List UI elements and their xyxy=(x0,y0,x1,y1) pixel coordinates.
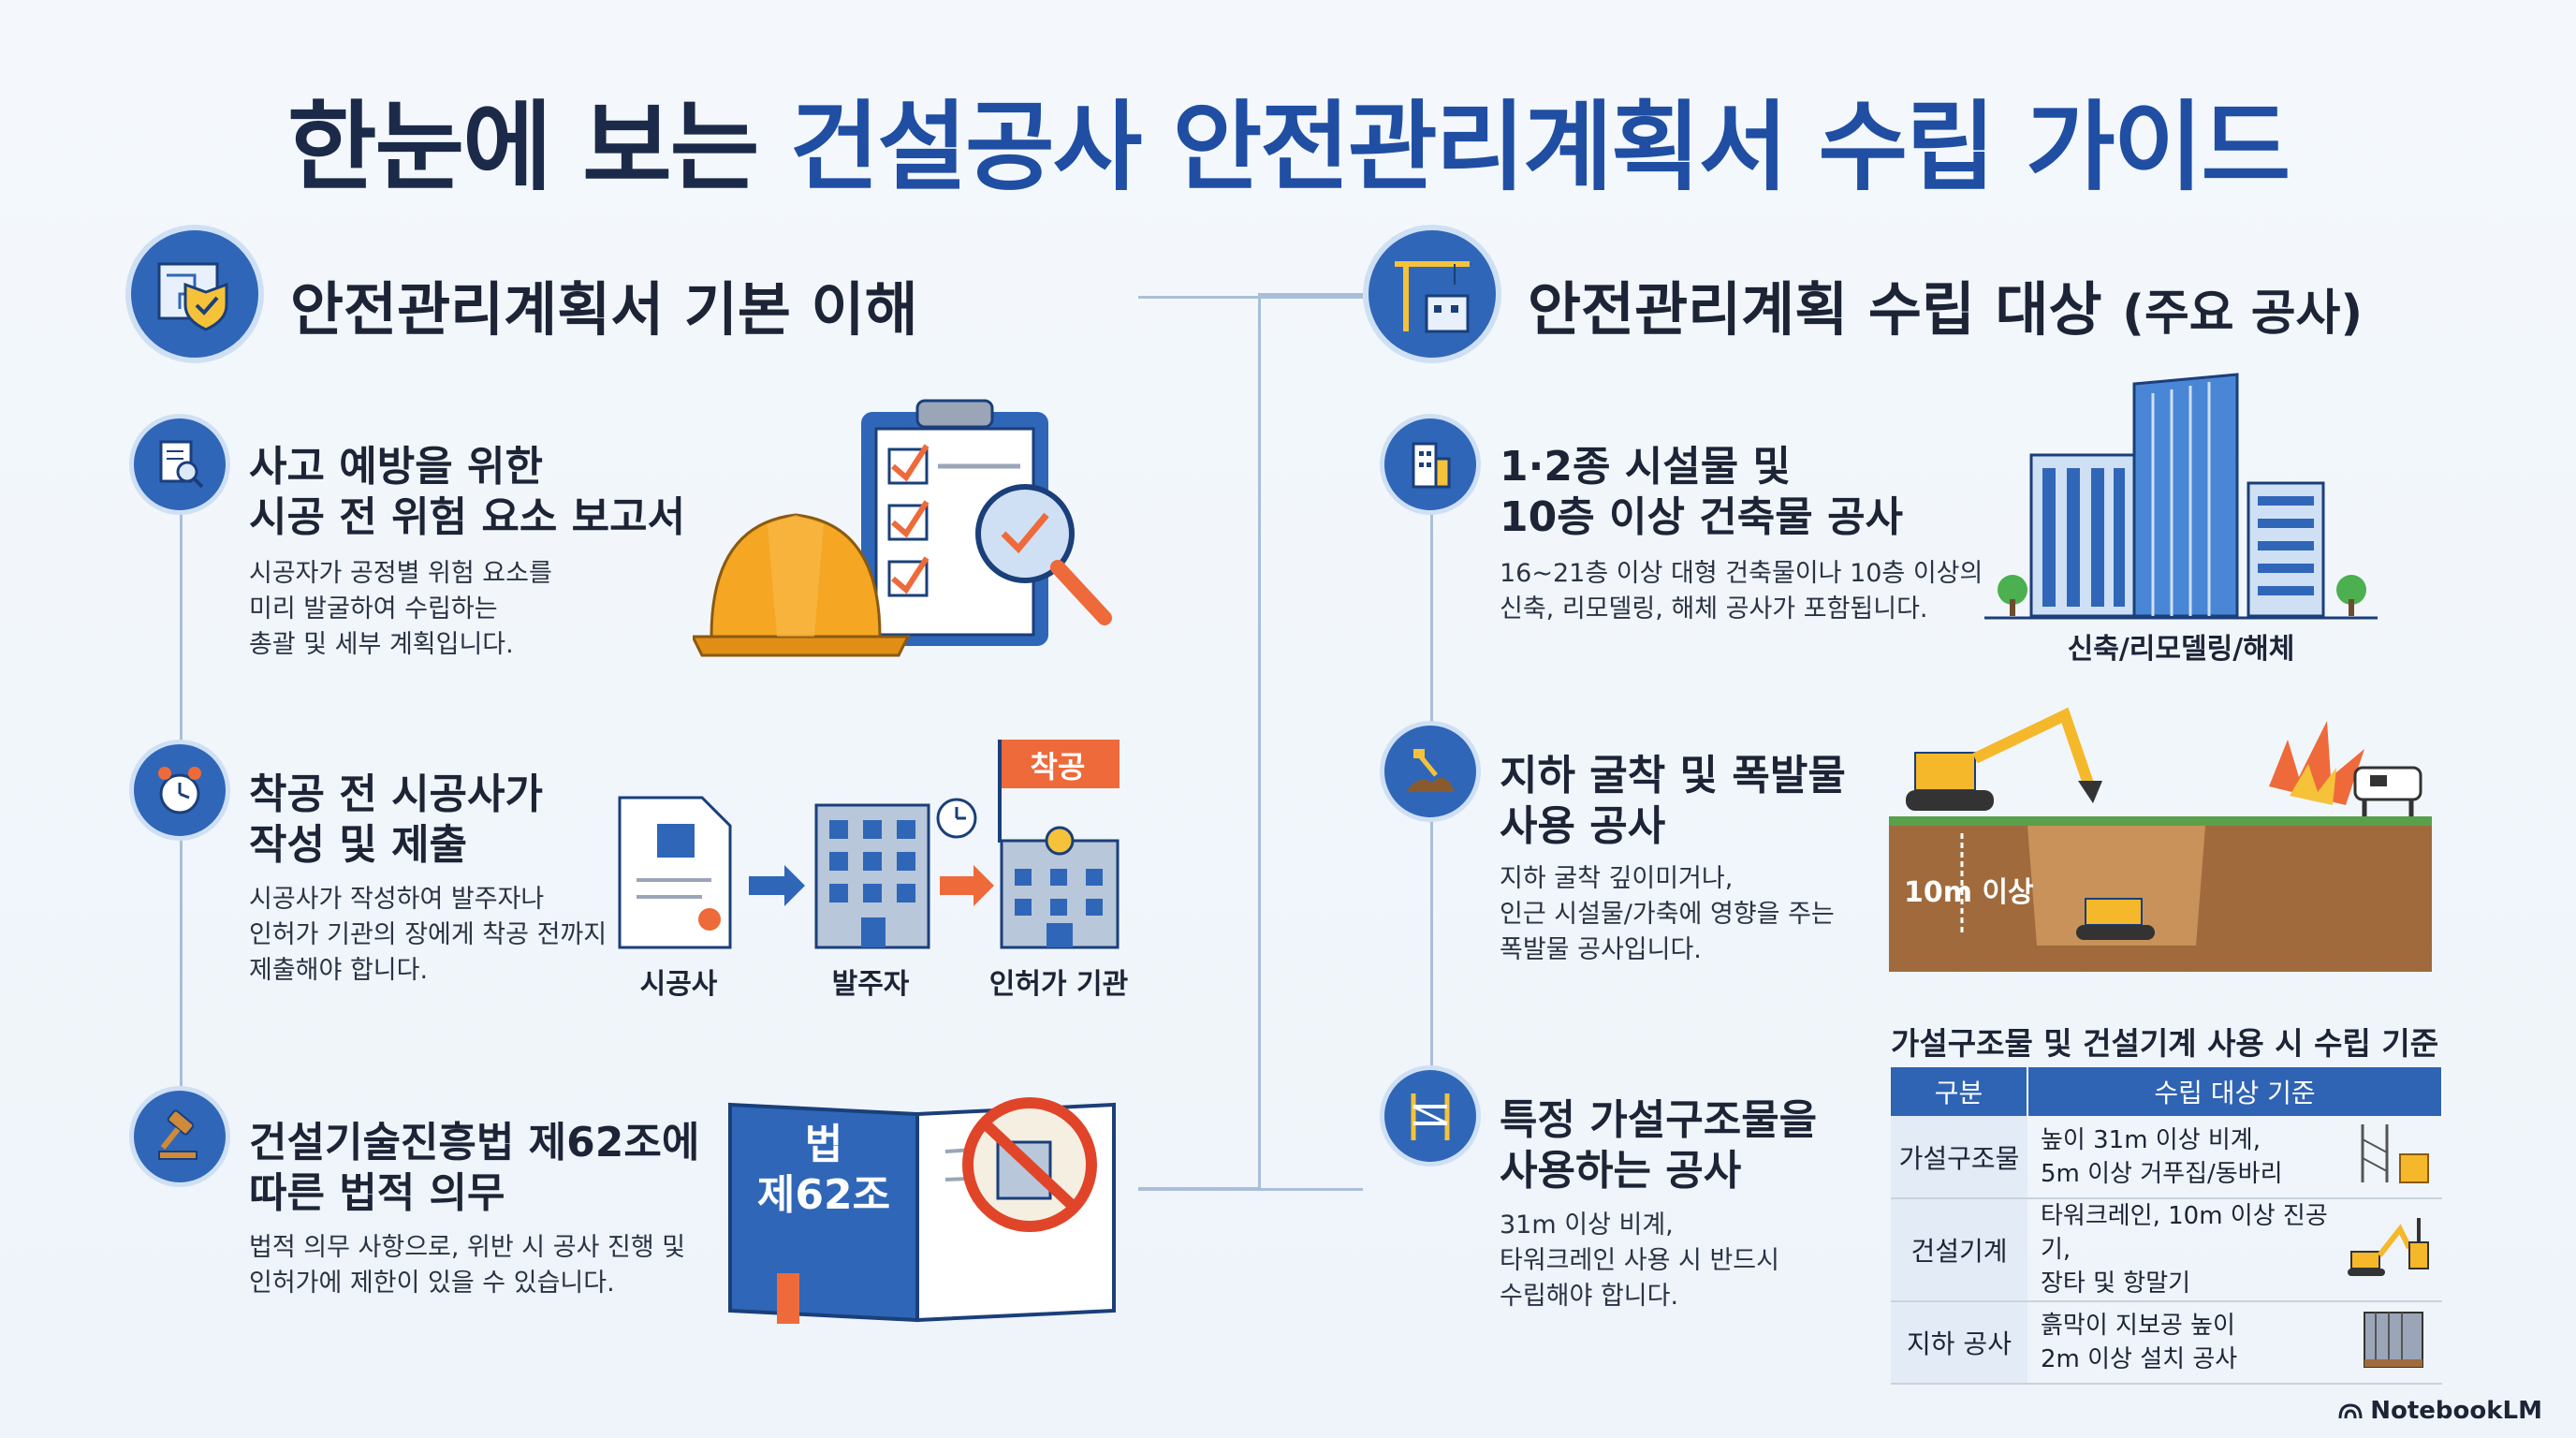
left-item2-head2: 작성 및 제출 xyxy=(249,821,468,869)
brand-text: NotebookLM xyxy=(2370,1397,2542,1425)
law-book-line1: 법 xyxy=(804,1121,843,1168)
left-item2-body1: 시공사가 작성하여 발주자나 xyxy=(249,885,545,914)
right-item2-body: 지하 굴착 깊이미거나, 인근 시설물/가축에 영향을 주는 폭발물 공사입니다… xyxy=(1500,861,1835,968)
machinery-row-icon xyxy=(2339,1198,2442,1302)
right-item2-head2: 사용 공사 xyxy=(1500,802,1666,850)
table-row: 지하 공사 흙막이 지보공 높이 2m 이상 설치 공사 xyxy=(1891,1301,2442,1385)
left-item1-body1: 시공자가 공정별 위험 요소를 xyxy=(249,559,552,588)
table-row2-line2: 장타 및 항말기 xyxy=(2041,1269,2191,1298)
page-title: 한눈에 보는 건설공사 안전관리계획서 수립 가이드 xyxy=(0,67,2576,209)
document-search-icon xyxy=(129,414,230,515)
right-item1-body: 16~21층 이상 대형 건축물이나 10층 이상의 신축, 리모델링, 해체 … xyxy=(1500,556,1983,627)
left-item1-head2: 시공 전 위험 요소 보고서 xyxy=(249,493,686,541)
law-book-label: 법 제62조 xyxy=(739,1120,908,1221)
building-caption: 신축/리모델링/해체 xyxy=(2067,633,2295,666)
right-item1-body2: 신축, 리모델링, 해체 공사가 포함됩니다. xyxy=(1500,594,1928,624)
law-book-illustration xyxy=(728,1097,1116,1324)
table-row: 건설기계 타워크레인, 10m 이상 진공기, 장타 및 항말기 xyxy=(1891,1198,2442,1302)
table-row2-line1: 타워크레인, 10m 이상 진공기, xyxy=(2041,1202,2328,1264)
right-item2-body3: 폭발물 공사입니다. xyxy=(1500,935,1702,964)
start-flag-text: 착공 xyxy=(1030,749,1086,785)
right-title-main: 안전관리계획 수립 대상 xyxy=(1528,275,2102,344)
scaffold-row-icon xyxy=(2339,1116,2442,1199)
title-accent: 건설공사 안전관리계획서 수립 가이드 xyxy=(789,90,2291,204)
crane-icon xyxy=(1363,225,1501,363)
left-item1-body2: 미리 발굴하여 수립하는 xyxy=(249,594,498,624)
criteria-table: 구분 수립 대상 기준 가설구조물 높이 31m 이상 비계, 5m 이상 거푸… xyxy=(1891,1067,2443,1385)
left-item2-body: 시공사가 작성하여 발주자나 인허가 기관의 장에게 착공 전까지 제출해야 합… xyxy=(249,882,607,989)
right-item3-body1: 31m 이상 비계, xyxy=(1500,1211,1674,1240)
blueprint-shield-icon xyxy=(125,225,264,363)
right-item2-body1: 지하 굴착 깊이미거나, xyxy=(1500,864,1734,893)
section-connector-vertical xyxy=(1258,296,1261,1191)
table-cell-category: 지하 공사 xyxy=(1891,1301,2027,1385)
left-item3-body1: 법적 의무 사항으로, 위반 시 공사 진행 및 xyxy=(249,1233,686,1262)
excavation-icon xyxy=(1380,721,1481,822)
left-section-title: 안전관리계획서 기본 이해 xyxy=(290,275,918,344)
law-book-line2: 제62조 xyxy=(756,1171,891,1219)
right-item2-heading: 지하 굴착 및 폭발물 사용 공사 xyxy=(1500,751,1846,852)
left-item1-body3: 총괄 및 세부 계획입니다. xyxy=(249,630,514,659)
submission-flow-illustration xyxy=(618,740,1120,949)
right-item2-head1: 지하 굴착 및 폭발물 xyxy=(1500,752,1846,800)
gavel-icon xyxy=(129,1086,230,1187)
left-item2-head1: 착공 전 시공사가 xyxy=(249,770,543,818)
scaffold-icon xyxy=(1380,1065,1481,1167)
left-item3-body2: 인허가에 제한이 있을 수 있습니다. xyxy=(249,1269,615,1298)
left-item2-body3: 제출해야 합니다. xyxy=(249,956,429,985)
right-item1-body1: 16~21층 이상 대형 건축물이나 10층 이상의 xyxy=(1500,559,1983,588)
criteria-header-standard: 수립 대상 기준 xyxy=(2027,1067,2443,1116)
right-item3-body3: 수립해야 합니다. xyxy=(1500,1282,1679,1311)
table-row1-line1: 높이 31m 이상 비계, xyxy=(2041,1125,2261,1154)
right-item3-head2: 사용하는 공사 xyxy=(1500,1147,1742,1195)
left-item3-head2: 따른 법적 의무 xyxy=(249,1169,505,1217)
table-cell-description: 흙막이 지보공 높이 2m 이상 설치 공사 xyxy=(2027,1301,2339,1385)
excavation-illustration xyxy=(1889,707,2432,972)
left-item3-body: 법적 의무 사항으로, 위반 시 공사 진행 및 인허가에 제한이 있을 수 있… xyxy=(249,1230,685,1301)
right-title-paren: (주요 공사) xyxy=(2122,286,2364,342)
brand-mark: NotebookLM xyxy=(2338,1397,2542,1425)
right-item3-body2: 타워크레인 사용 시 반드시 xyxy=(1500,1246,1779,1275)
left-item1-head1: 사고 예방을 위한 xyxy=(249,443,543,491)
criteria-table-header-row: 구분 수립 대상 기준 xyxy=(1891,1067,2443,1116)
criteria-header-category: 구분 xyxy=(1891,1067,2028,1116)
right-item1-head1: 1·2종 시설물 및 xyxy=(1500,443,1791,491)
connector-top xyxy=(1258,293,1363,296)
skyscrapers-illustration xyxy=(1984,373,2378,620)
right-item2-body2: 인근 시설물/가축에 영향을 주는 xyxy=(1500,900,1835,929)
table-cell-description: 타워크레인, 10m 이상 진공기, 장타 및 항말기 xyxy=(2027,1198,2339,1302)
table-cell-category: 가설구조물 xyxy=(1891,1116,2027,1199)
table-row: 가설구조물 높이 31m 이상 비계, 5m 이상 거푸집/동바리 xyxy=(1891,1116,2442,1199)
right-item3-body: 31m 이상 비계, 타워크레인 사용 시 반드시 수립해야 합니다. xyxy=(1500,1208,1779,1314)
helmet-clipboard-illustration xyxy=(693,399,1112,657)
connector-bottom xyxy=(1138,1187,1260,1190)
alarm-clock-icon xyxy=(129,740,230,841)
table-row1-line2: 5m 이상 거푸집/동바리 xyxy=(2041,1159,2283,1188)
left-item3-head1: 건설기술진흥법 제62조에 xyxy=(249,1119,700,1167)
left-item1-body: 시공자가 공정별 위험 요소를 미리 발굴하여 수립하는 총괄 및 세부 계획입… xyxy=(249,556,552,663)
table-cell-description: 높이 31m 이상 비계, 5m 이상 거푸집/동바리 xyxy=(2027,1116,2339,1199)
left-item3-heading: 건설기술진흥법 제62조에 따른 법적 의무 xyxy=(249,1118,699,1219)
notebooklm-logo-icon xyxy=(2338,1403,2363,1419)
depth-label: 10m 이상 xyxy=(1904,876,2034,909)
building-icon xyxy=(1380,414,1481,515)
left-item1-heading: 사고 예방을 위한 시공 전 위험 요소 보고서 xyxy=(249,442,685,543)
left-item2-heading: 착공 전 시공사가 작성 및 제출 xyxy=(249,770,543,871)
flow-label-contractor: 시공사 xyxy=(639,968,718,1001)
table-row3-line1: 흙막이 지보공 높이 xyxy=(2041,1312,2235,1340)
section-connector xyxy=(1138,296,1363,1191)
right-item3-head1: 특정 가설구조물을 xyxy=(1500,1096,1818,1144)
right-item3-heading: 특정 가설구조물을 사용하는 공사 xyxy=(1500,1095,1817,1196)
retaining-wall-row-icon xyxy=(2339,1301,2442,1385)
table-row3-line2: 2m 이상 설치 공사 xyxy=(2041,1345,2238,1373)
flow-label-client: 발주자 xyxy=(831,968,910,1001)
right-section-title: 안전관리계획 수립 대상 (주요 공사) xyxy=(1528,262,2363,346)
flow-label-authority: 인허가 기관 xyxy=(988,968,1129,1001)
title-plain: 한눈에 보는 xyxy=(286,90,790,204)
right-item1-head2: 10층 이상 건축물 공사 xyxy=(1500,493,1904,541)
table-cell-category: 건설기계 xyxy=(1891,1198,2027,1302)
right-item1-heading: 1·2종 시설물 및 10층 이상 건축물 공사 xyxy=(1500,442,1903,543)
left-item2-body2: 인허가 기관의 장에게 착공 전까지 xyxy=(249,920,607,949)
